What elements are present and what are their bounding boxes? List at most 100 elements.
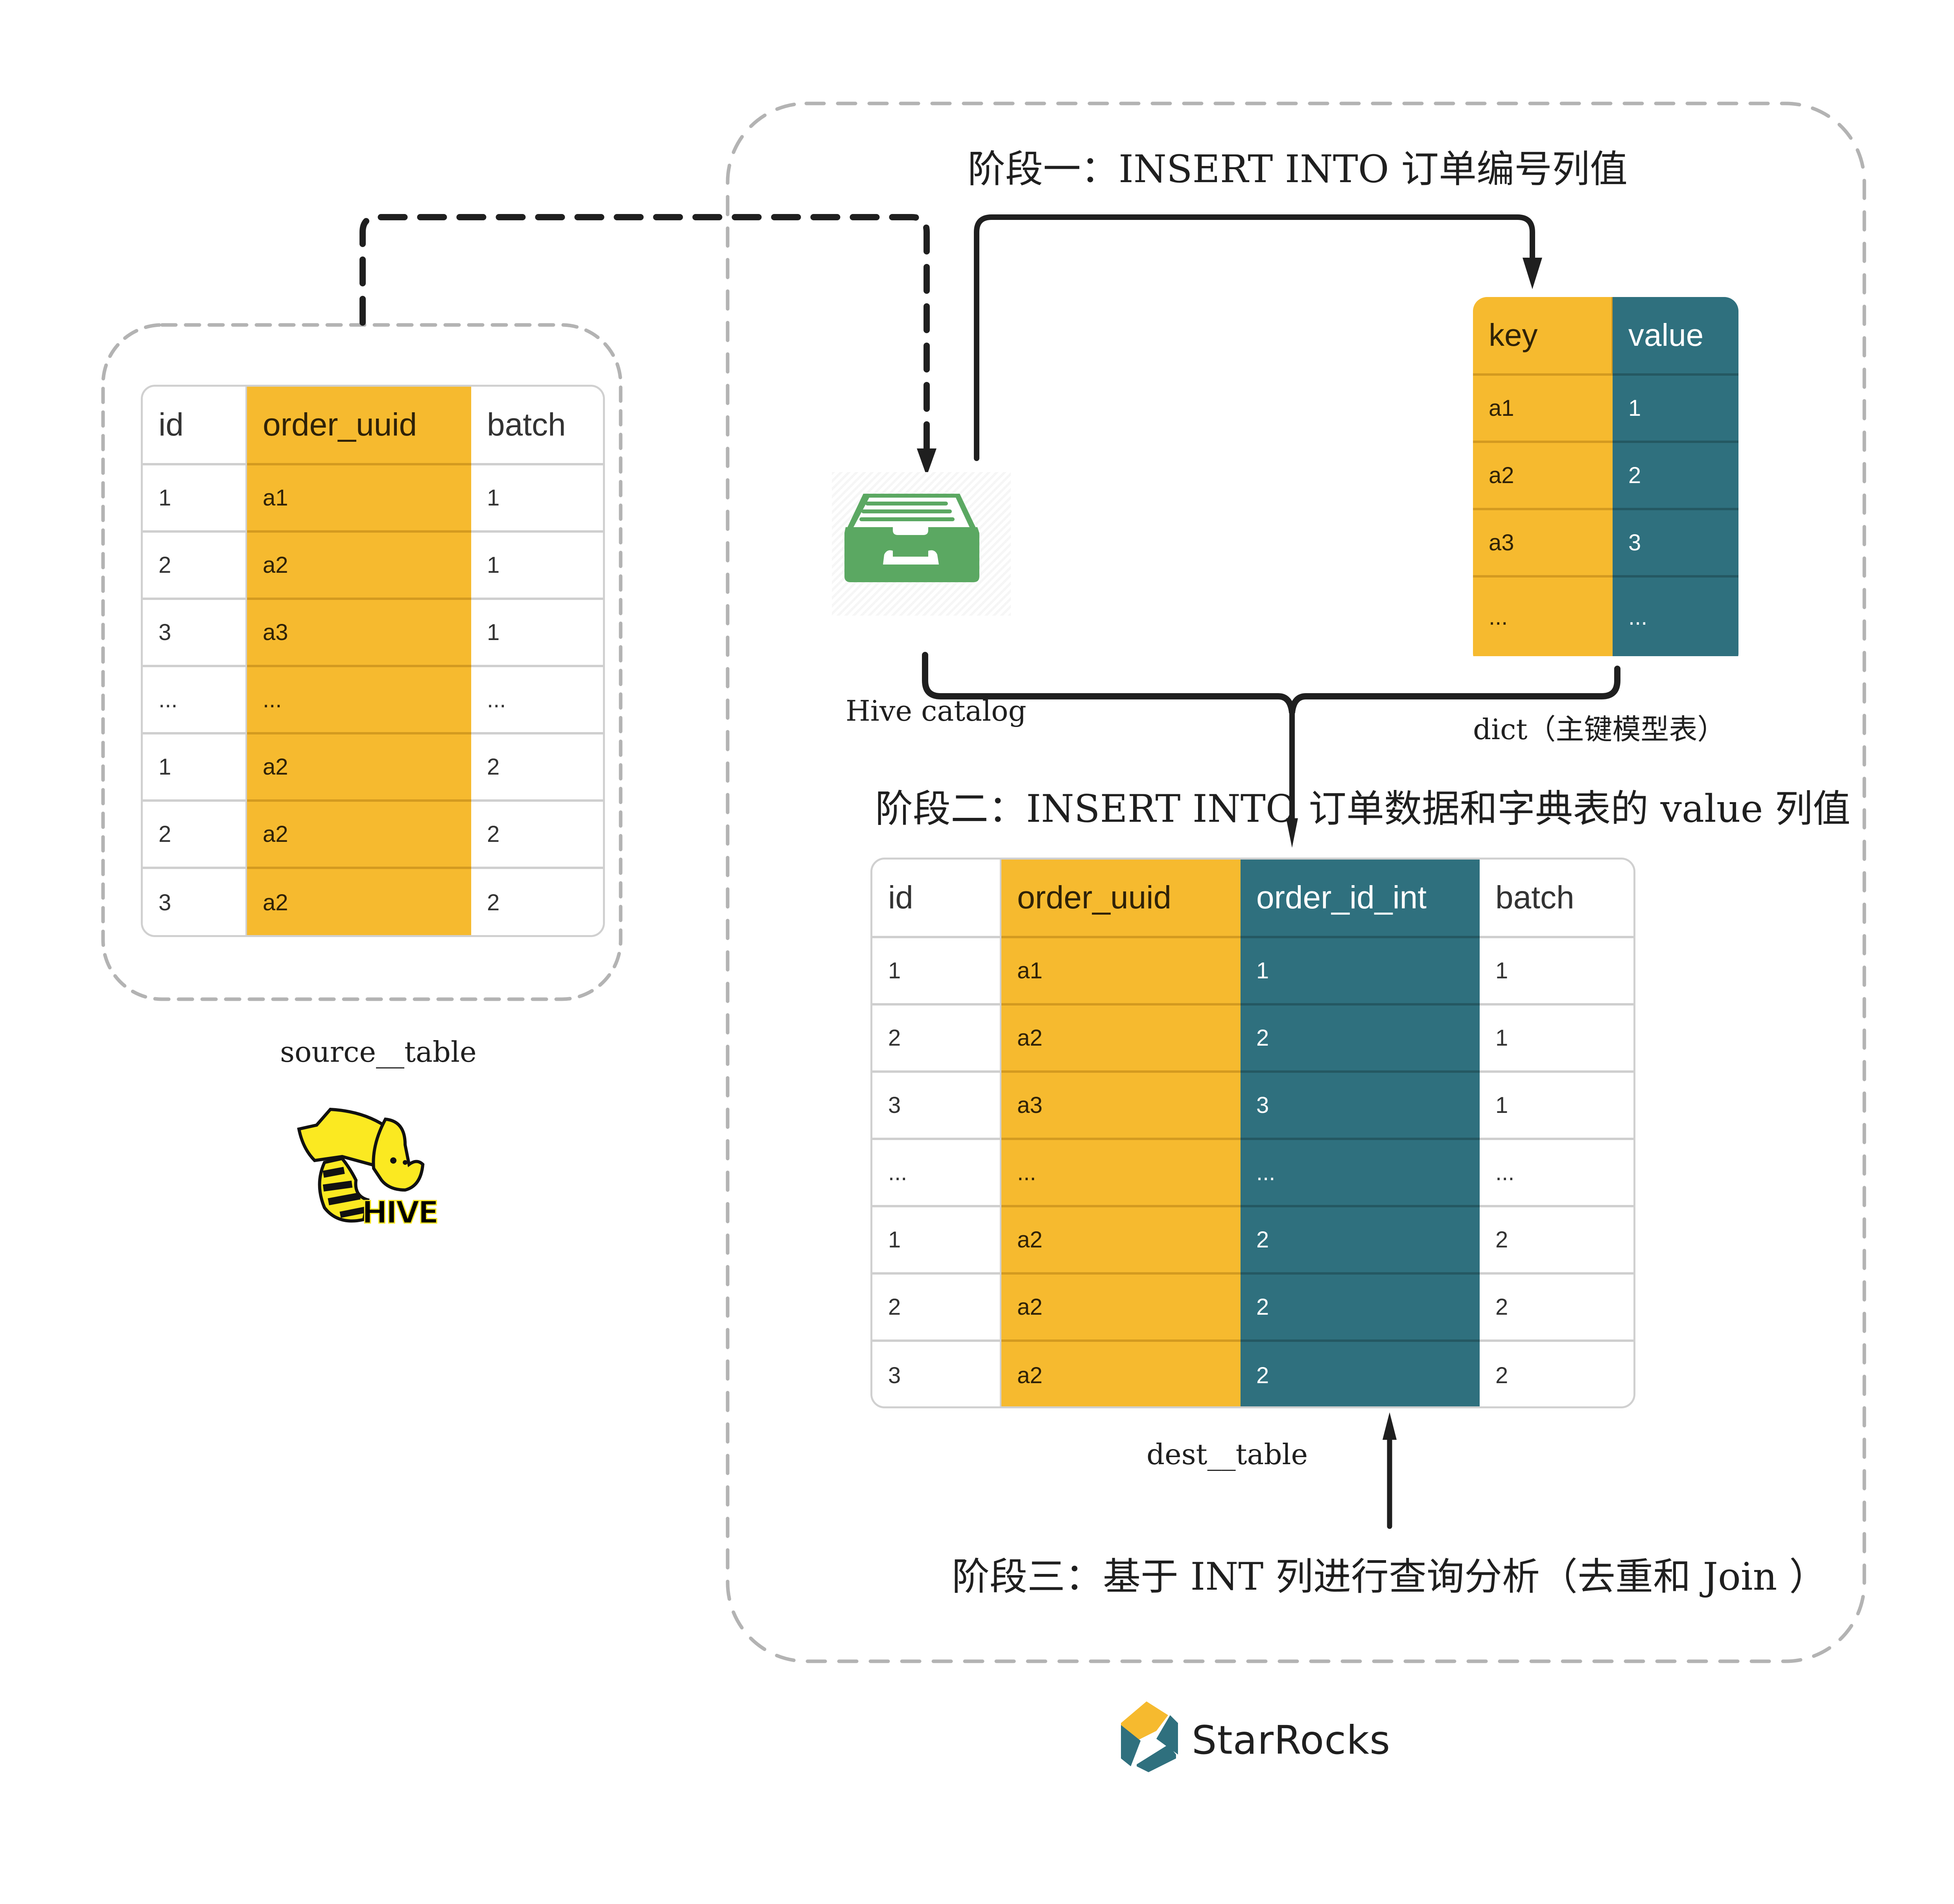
starrocks-hexagon-icon: [1121, 1701, 1178, 1772]
source-to-catalog-dashed-arrow: [359, 214, 930, 456]
table-cell-id: 1: [143, 465, 247, 533]
starrocks-logo-text: StarRocks: [1192, 1717, 1391, 1763]
table-cell-id: 2: [143, 533, 247, 600]
table-cell-order-id-int: 2: [1241, 1342, 1480, 1406]
table-cell-order-id-int: 2: [1241, 1275, 1480, 1342]
table-cell-batch: ...: [1480, 1140, 1633, 1207]
stage2-title: 阶段二：INSERT INTO 订单数据和字典表的 value 列值: [875, 787, 1851, 831]
table-cell-order-uuid: a1: [247, 465, 471, 533]
table-cell-order-uuid: ...: [1001, 1140, 1241, 1207]
starrocks-logo: StarRocks: [1113, 1699, 1396, 1782]
table-cell-key: a2: [1473, 443, 1613, 510]
dict-table-row: ......: [1473, 577, 1738, 656]
table-cell-order-id-int: 2: [1241, 1207, 1480, 1275]
hive-logo: HIVE: [287, 1101, 440, 1231]
column-header-value: value: [1613, 297, 1738, 376]
hive-elephant-bee-logo-icon: [297, 1107, 425, 1223]
column-header-id: id: [872, 860, 1001, 938]
table-cell-order-id-int: 2: [1241, 1006, 1480, 1073]
column-header-order-uuid: order_uuid: [1001, 860, 1241, 938]
file-drawer-icon: [844, 494, 979, 582]
dest-table-row: ............: [872, 1140, 1633, 1207]
table-cell-id: 1: [872, 938, 1001, 1006]
catalog-arrowhead: [917, 448, 936, 476]
table-cell-batch: 1: [471, 600, 603, 667]
column-header-id: id: [143, 387, 247, 465]
dict-merge-line: [1289, 666, 1620, 715]
table-cell-id: 3: [872, 1073, 1001, 1140]
table-cell-id: 1: [143, 734, 247, 802]
table-cell-value: 2: [1613, 443, 1738, 510]
table-cell-order-uuid: a2: [1001, 1275, 1241, 1342]
table-cell-value: ...: [1613, 577, 1738, 656]
stage3-arrowhead: [1383, 1412, 1397, 1440]
table-cell-batch: ...: [471, 667, 603, 734]
source-header-row: id order_uuid batch: [143, 387, 603, 465]
table-cell-order-id-int: 1: [1241, 938, 1480, 1006]
table-cell-order-uuid: a2: [1001, 1342, 1241, 1406]
dict-header-row: key value: [1473, 297, 1738, 376]
dict-arrowhead: [1523, 258, 1542, 289]
starrocks-dashed-frame: [726, 101, 1866, 1663]
table-cell-batch: 1: [1480, 1006, 1633, 1073]
table-cell-batch: 2: [1480, 1207, 1633, 1275]
column-header-key: key: [1473, 297, 1613, 376]
table-cell-id: 2: [872, 1275, 1001, 1342]
table-cell-id: 3: [143, 600, 247, 667]
source-table-row: .........: [143, 667, 603, 734]
column-header-order-id-int: order_id_int: [1241, 860, 1480, 938]
table-cell-batch: 1: [471, 465, 603, 533]
table-cell-batch: 2: [1480, 1275, 1633, 1342]
table-cell-order-uuid: a3: [1001, 1073, 1241, 1140]
stage3-title: 阶段三：基于 INT 列进行查询分析（去重和 Join ）: [952, 1555, 1827, 1599]
hive-catalog-node: [832, 472, 1011, 616]
table-cell-id: 3: [872, 1342, 1001, 1406]
dest-header-row: id order_uuid order_id_int batch: [872, 860, 1633, 938]
hive-logo-text: HIVE: [361, 1195, 440, 1231]
table-cell-order-uuid: a2: [247, 533, 471, 600]
table-cell-order-uuid: a3: [247, 600, 471, 667]
table-cell-value: 3: [1613, 510, 1738, 577]
dest-table-caption: dest__table: [1147, 1438, 1308, 1471]
hive-catalog-label: Hive catalog: [846, 694, 1027, 727]
table-cell-order-uuid: a2: [247, 802, 471, 869]
table-cell-batch: 1: [1480, 1073, 1633, 1140]
table-cell-batch: 1: [1480, 938, 1633, 1006]
table-cell-value: 1: [1613, 376, 1738, 443]
table-cell-batch: 2: [1480, 1342, 1633, 1406]
table-cell-order-uuid: a2: [247, 869, 471, 935]
table-cell-id: 3: [143, 869, 247, 935]
table-cell-order-uuid: ...: [247, 667, 471, 734]
column-header-batch: batch: [1480, 860, 1633, 938]
table-cell-batch: 1: [471, 533, 603, 600]
table-cell-order-id-int: 3: [1241, 1073, 1480, 1140]
catalog-merge-line: [922, 652, 1295, 715]
table-cell-batch: 2: [471, 734, 603, 802]
table-cell-order-id-int: ...: [1241, 1140, 1480, 1207]
table-cell-order-uuid: a2: [1001, 1207, 1241, 1275]
dict-table-caption: dict（主键模型表）: [1473, 713, 1726, 746]
table-cell-id: ...: [143, 667, 247, 734]
table-cell-batch: 2: [471, 869, 603, 935]
table-cell-order-uuid: a2: [1001, 1006, 1241, 1073]
catalog-to-dict-arrow: [974, 214, 1535, 461]
